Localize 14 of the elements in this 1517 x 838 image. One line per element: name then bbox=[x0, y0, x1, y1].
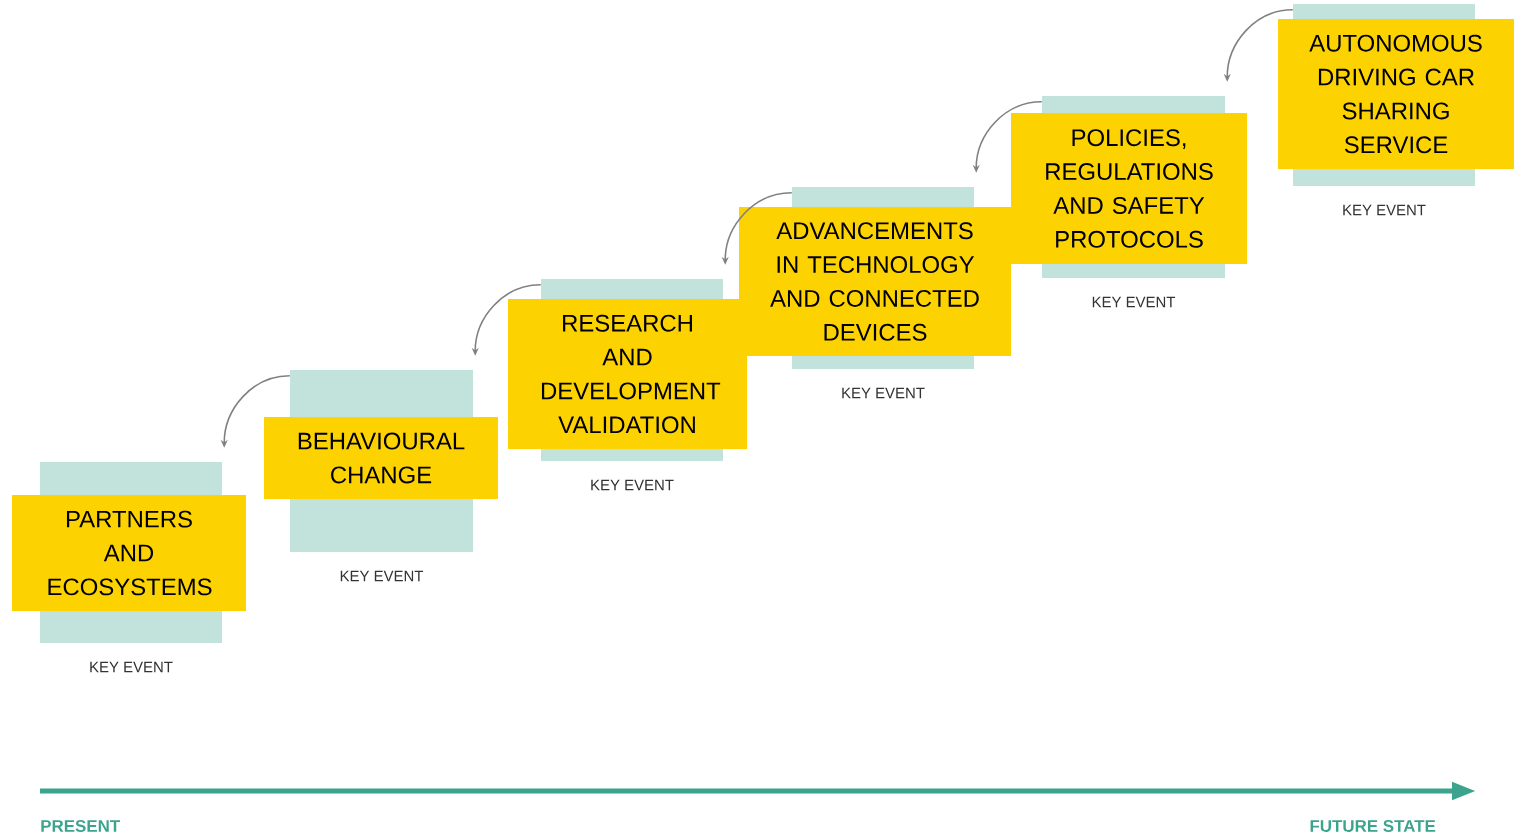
node-label: KEY EVENT bbox=[591, 479, 674, 491]
timeline-label: PRESENT bbox=[41, 820, 120, 832]
event-card: BEHAVIOURAL CHANGE bbox=[264, 370, 498, 552]
event-card: RESEARCH AND DEVELOPMENT VALIDATION bbox=[508, 279, 747, 461]
timeline-label: FUTURE STATE bbox=[1310, 820, 1436, 832]
event-card: PARTNERS AND ECOSYSTEMS bbox=[12, 462, 246, 643]
event-card: POLICIES, REGULATIONS AND SAFETY PROTOCOLS bbox=[1011, 96, 1247, 278]
node-label: KEY EVENT bbox=[1092, 296, 1176, 308]
event-card: AUTONOMOUS DRIVING CAR SHARING SERVICE bbox=[1278, 4, 1514, 186]
node-label: KEY EVENT bbox=[842, 387, 925, 399]
node-label: KEY EVENT bbox=[90, 661, 173, 673]
node-label: KEY EVENT bbox=[340, 570, 424, 582]
node-label: KEY EVENT bbox=[1343, 204, 1426, 216]
event-card: ADVANCEMENTS IN TECHNOLOGY AND CONNECTED DEVICES bbox=[739, 187, 1011, 369]
